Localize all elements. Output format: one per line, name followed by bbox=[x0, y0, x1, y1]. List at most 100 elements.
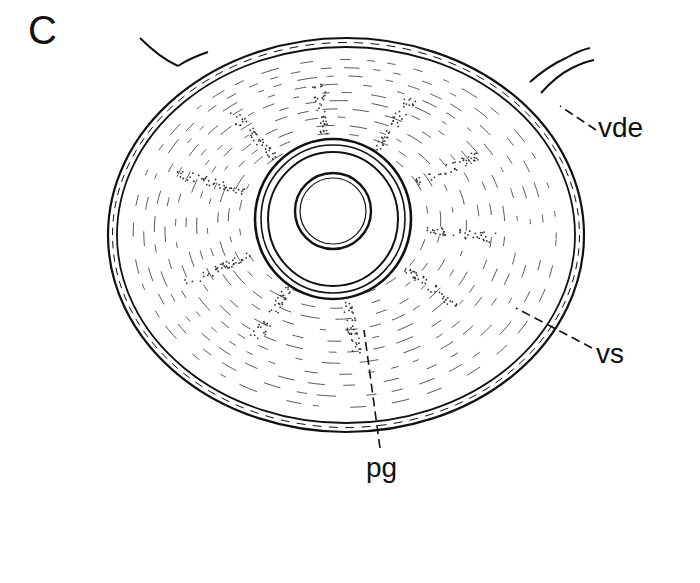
muscle-dash bbox=[422, 100, 436, 107]
muscle-dash bbox=[414, 69, 423, 72]
muscle-dash bbox=[321, 68, 332, 70]
muscle-dash bbox=[176, 242, 178, 247]
muscle-dash bbox=[419, 378, 435, 384]
muscle-dash bbox=[317, 125, 335, 126]
muscle-dash bbox=[349, 134, 359, 135]
muscle-dash bbox=[469, 285, 474, 293]
muscle-dash bbox=[532, 153, 536, 159]
gland-dot bbox=[314, 97, 316, 99]
wall-dash bbox=[361, 426, 370, 428]
gland-dot bbox=[355, 346, 357, 348]
muscle-dash bbox=[220, 241, 225, 255]
wall-dash bbox=[236, 405, 244, 408]
gland-dot bbox=[242, 259, 244, 261]
gland-dot bbox=[314, 97, 316, 99]
gland-dot bbox=[203, 178, 205, 180]
gland-dot bbox=[268, 150, 270, 152]
muscle-dash bbox=[492, 269, 498, 282]
part-label: pg bbox=[366, 454, 397, 482]
muscle-dash bbox=[167, 197, 169, 206]
gland-dot bbox=[203, 276, 205, 278]
wall-dash bbox=[161, 353, 167, 359]
muscle-dash bbox=[373, 347, 384, 350]
muscle-dash bbox=[212, 166, 216, 172]
muscle-dash bbox=[247, 352, 253, 355]
muscle-dash bbox=[258, 345, 268, 349]
gland-dot bbox=[260, 140, 262, 142]
gland-dot bbox=[349, 333, 351, 335]
muscle-dash bbox=[391, 366, 398, 368]
muscle-dash bbox=[350, 406, 366, 408]
muscle-dash bbox=[211, 327, 216, 331]
muscle-dash bbox=[429, 288, 440, 299]
muscle-dash bbox=[230, 300, 238, 307]
muscle-dash bbox=[298, 111, 309, 113]
gland-dot bbox=[445, 173, 447, 175]
wall-dash bbox=[305, 44, 314, 45]
muscle-dash bbox=[373, 140, 388, 146]
gland-dot bbox=[387, 137, 389, 139]
leader-line bbox=[560, 106, 596, 130]
wall-dash bbox=[116, 268, 118, 275]
gland-dot bbox=[355, 342, 357, 344]
gland-dot bbox=[468, 156, 470, 158]
muscle-dash bbox=[221, 322, 229, 328]
muscle-dash bbox=[261, 68, 278, 73]
muscle-dash bbox=[295, 358, 302, 359]
gland-dot bbox=[320, 130, 322, 132]
wall-dash bbox=[378, 425, 387, 426]
wall-dash bbox=[122, 175, 125, 182]
muscle-dash bbox=[320, 329, 326, 331]
muscle-dash bbox=[504, 273, 509, 284]
wall-dash bbox=[514, 101, 520, 106]
gland-dot bbox=[253, 140, 255, 142]
lumen-rings bbox=[255, 139, 411, 299]
wall-dash bbox=[535, 122, 540, 128]
muscle-dash bbox=[339, 374, 352, 375]
gland-dot bbox=[208, 180, 210, 182]
muscle-dash bbox=[396, 161, 403, 167]
gland-dot bbox=[217, 267, 219, 269]
gland-dot bbox=[265, 331, 267, 333]
muscle-dash bbox=[155, 245, 156, 253]
gland-dot bbox=[441, 227, 443, 229]
gland-dot bbox=[353, 329, 355, 331]
gland-dot bbox=[464, 232, 466, 234]
muscle-dash bbox=[482, 182, 485, 190]
muscle-dash bbox=[270, 290, 284, 297]
muscle-dash bbox=[396, 139, 401, 142]
gland-dot bbox=[250, 134, 252, 136]
muscle-dash bbox=[467, 141, 479, 154]
gland-dot bbox=[345, 305, 347, 307]
gland-dot bbox=[461, 157, 463, 159]
gland-dot bbox=[350, 307, 352, 309]
gland-dot bbox=[251, 136, 253, 138]
muscle-dash bbox=[196, 311, 200, 316]
wall-dash bbox=[469, 395, 477, 399]
gland-dot bbox=[278, 302, 280, 304]
muscle-dash bbox=[293, 97, 299, 98]
muscle-dash bbox=[230, 237, 231, 242]
muscle-dash bbox=[185, 172, 190, 182]
muscle-dash bbox=[449, 364, 462, 371]
muscle-dash bbox=[483, 260, 487, 269]
gland-dot bbox=[465, 165, 467, 167]
gland-dot bbox=[439, 291, 441, 293]
gland-dot bbox=[405, 268, 407, 270]
gland-dot bbox=[246, 252, 248, 254]
muscle-dash bbox=[142, 284, 144, 290]
muscle-dash bbox=[524, 161, 530, 172]
wall-dash bbox=[529, 348, 534, 354]
gland-dot bbox=[455, 305, 457, 307]
muscle-dash bbox=[233, 109, 243, 115]
muscle-dash bbox=[437, 236, 439, 243]
gland-dot bbox=[480, 234, 482, 236]
gland-dot bbox=[419, 181, 421, 183]
muscle-dash bbox=[208, 125, 218, 134]
gland-dot bbox=[231, 266, 233, 268]
gland-dot bbox=[236, 116, 238, 118]
gland-dot bbox=[425, 279, 427, 281]
gland-dot bbox=[219, 187, 221, 189]
gland-dot bbox=[238, 189, 240, 191]
muscle-dash bbox=[189, 252, 194, 267]
